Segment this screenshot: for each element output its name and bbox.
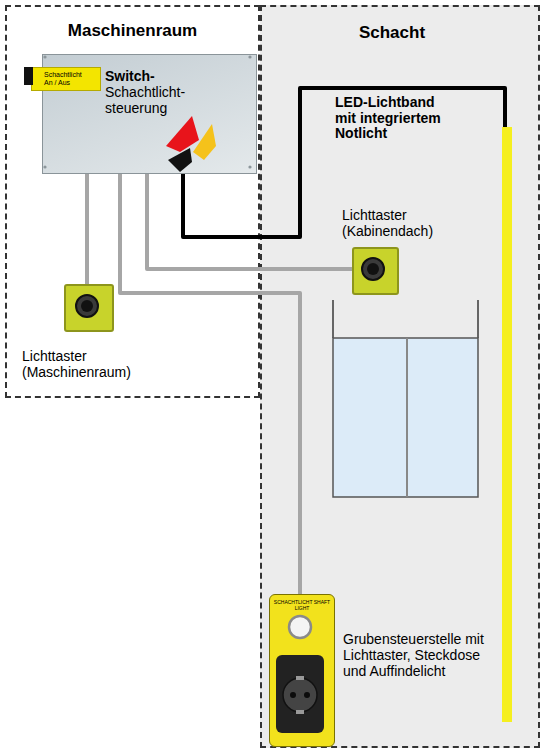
pit-control-station: SCHACHTLICHT SHAFT LIGHTGrubensteuerstel… <box>269 594 335 747</box>
shaft-region: SchachtLED-Lichtband mit integriertem No… <box>260 5 540 748</box>
strip-caption: LED-Lichtband mit integriertem Notlicht <box>335 95 453 142</box>
control-box: Switch- Schachtlicht- steuerung Schachtli… <box>42 54 257 174</box>
light-button: Lichttaster (Maschinenraum) <box>64 284 114 332</box>
led-light-strip: LED-Lichtband mit integriertem Notlicht <box>502 127 512 722</box>
box-title: Switch- Schachtlicht- steuerung <box>105 68 205 116</box>
region-heading: Schacht <box>262 23 522 43</box>
button-caption: Lichttaster (Kabinendach) <box>342 207 442 239</box>
station-plate-text: SCHACHTLICHT SHAFT LIGHT <box>272 600 332 611</box>
room-region: MaschinenraumSwitch- Schachtlicht- steue… <box>5 5 260 398</box>
light-button: Lichttaster (Kabinendach) <box>352 247 399 295</box>
switch-label: Schachtlicht An / Aus <box>31 67 101 91</box>
switch-caption: Schachtlicht An / Aus <box>44 71 88 86</box>
region-heading: Maschinenraum <box>7 21 258 41</box>
station-caption: Grubensteuerstelle mit Lichttaster, Stec… <box>343 631 485 679</box>
button-caption: Lichttaster (Maschinenraum) <box>22 348 142 380</box>
